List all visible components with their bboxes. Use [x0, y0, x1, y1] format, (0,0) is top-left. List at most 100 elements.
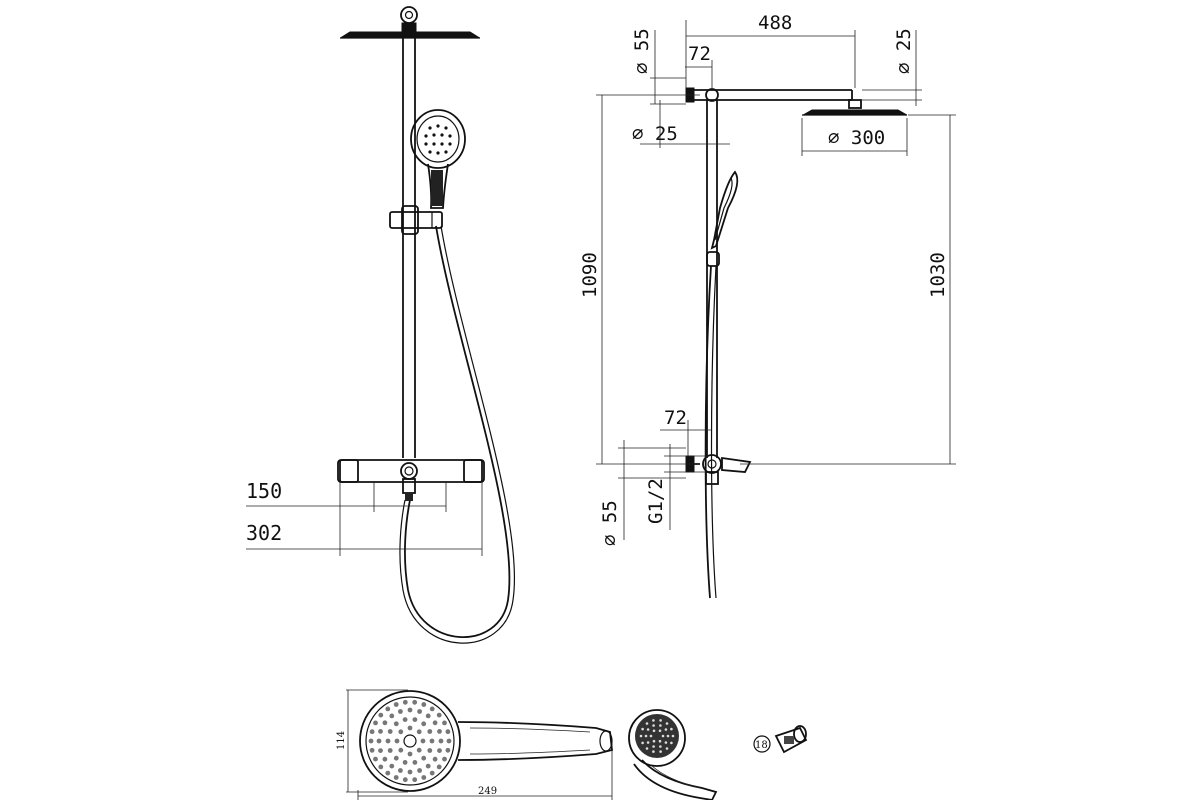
nozzle-dot	[641, 741, 644, 745]
handshower-width-label: 114	[336, 731, 347, 750]
nozzle-dot	[398, 747, 404, 753]
nozzle-dot	[432, 720, 438, 726]
nozzle-dot	[666, 734, 670, 738]
riser-pipe-side	[706, 100, 718, 458]
nozzle-dot	[652, 750, 655, 753]
nozzle-dot	[646, 741, 650, 744]
nozzle-dot	[659, 745, 662, 748]
nozzle-dot	[373, 756, 378, 762]
nozzle-dot	[394, 738, 400, 744]
nozzle-dot	[412, 699, 418, 705]
dim-pipe-top-right-label: ∅ 25	[893, 28, 915, 74]
dim-flange-top-label: ∅ 55	[631, 28, 653, 74]
dimension-pipe-top-right: ∅ 25	[862, 28, 922, 106]
nozzle-dot	[376, 738, 382, 744]
overhead-shower-head	[340, 6, 480, 39]
nozzle-dot	[665, 722, 669, 725]
nozzle-dot	[429, 738, 435, 744]
nozzle-dot	[437, 748, 442, 753]
handshower-detail-perspective	[628, 709, 718, 800]
nozzle-dot	[389, 763, 395, 769]
dim-488-label: 488	[758, 12, 792, 34]
nozzle-dot	[445, 747, 451, 753]
nozzle-dot	[664, 741, 668, 744]
nozzle-dot	[659, 750, 662, 753]
nozzle-dot	[402, 777, 408, 783]
nozzle-dot	[421, 702, 427, 707]
nozzle-dot	[670, 741, 673, 745]
dimension-150: 150	[246, 479, 447, 512]
dim-72-bottom-label: 72	[664, 407, 687, 429]
nozzle-dot	[398, 729, 404, 735]
nozzle-dot	[417, 709, 422, 714]
nozzle-dot	[407, 751, 413, 757]
dimension-head-diameter: ∅ 300	[801, 118, 908, 156]
dimension-pipe-left: ∅ 25	[632, 100, 730, 148]
dim-pipe-left-label: ∅ 25	[632, 123, 678, 145]
nozzle-dot	[417, 768, 422, 773]
hand-shower-side	[706, 170, 739, 267]
nozzle-dot	[659, 724, 662, 727]
dimension-488: 488	[685, 12, 856, 88]
nozzle-dot	[664, 728, 668, 731]
nozzle-dot	[421, 775, 427, 780]
nozzle-dot	[652, 719, 655, 722]
nozzle-dot	[429, 706, 435, 712]
nozzle-dot	[639, 734, 643, 738]
nozzle-dot	[416, 747, 422, 753]
nozzle-dot	[398, 709, 403, 714]
nozzle-dot	[652, 739, 656, 743]
nozzle-dot	[425, 763, 431, 769]
nozzle-dot	[665, 747, 669, 750]
nozzle-dot	[385, 738, 391, 744]
dimension-72-bottom: 72	[660, 407, 712, 456]
dim-302-label: 302	[246, 521, 282, 545]
dim-150-label: 150	[246, 479, 282, 503]
shower-hose-side	[704, 265, 717, 599]
nozzle-dot	[402, 717, 408, 722]
nozzle-dot	[412, 777, 418, 783]
nozzle-dot	[398, 768, 403, 773]
nozzle-dot	[387, 748, 393, 753]
nozzle-dot	[641, 727, 644, 731]
nozzle-dot	[436, 712, 442, 718]
dimension-1090: 1090	[579, 94, 700, 465]
nozzle-dot	[368, 738, 374, 744]
overhead-head-side	[802, 99, 907, 116]
nozzle-dot	[442, 720, 447, 726]
nozzle-dot	[421, 721, 427, 727]
nozzle-dot	[445, 729, 451, 735]
nozzle-dot	[393, 721, 399, 727]
nozzle-dot	[645, 747, 649, 750]
nozzle-count-label: 18	[755, 740, 768, 751]
thermostat-mixer	[337, 459, 485, 501]
nozzle-dot	[402, 699, 408, 705]
thermostat-mixer-side	[685, 454, 752, 485]
nozzle-dot	[378, 748, 383, 753]
dim-head-diameter-label: ∅ 300	[828, 127, 885, 149]
shower-hose	[399, 225, 516, 644]
nozzle-dot	[645, 722, 649, 725]
nozzle-dot	[382, 756, 388, 762]
handshower-detail-large: 114 249	[336, 689, 613, 800]
nozzle-dot	[407, 769, 413, 775]
shower-arm	[694, 88, 853, 102]
dim-flange-bottom-label: ∅ 55	[599, 500, 621, 546]
dim-1090-label: 1090	[579, 252, 601, 298]
dim-thread-label: G1/2	[645, 478, 667, 524]
slide-holder	[389, 205, 443, 235]
nozzle-dot	[385, 770, 391, 776]
nozzle-dot	[427, 729, 433, 734]
front-view: 150 302	[246, 6, 516, 644]
dimension-thread: G1/2	[645, 444, 708, 530]
nozzle-dot	[389, 713, 395, 719]
nozzle-dot	[393, 775, 399, 780]
nozzle-dot	[421, 755, 427, 761]
nozzle-dot	[437, 729, 442, 734]
dimension-72-top: 72	[685, 43, 713, 90]
nozzle-dot	[658, 729, 662, 733]
nozzle-dot	[378, 764, 384, 770]
side-view: 488 72 ∅ 55 ∅ 25 ∅ 25	[579, 12, 956, 599]
nozzle-dot	[393, 702, 399, 707]
nozzle-dot	[432, 756, 438, 762]
